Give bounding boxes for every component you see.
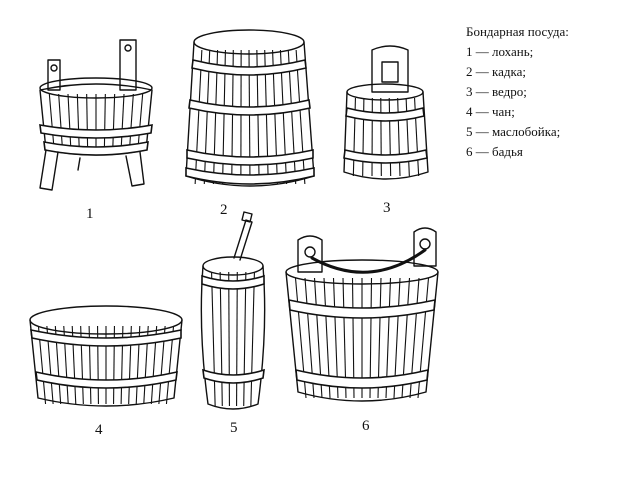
stave-line: [398, 98, 400, 176]
figure-2-number: 2: [220, 202, 228, 219]
figure-6-number: 6: [362, 418, 370, 435]
stave-line: [237, 272, 238, 406]
stave-line: [212, 272, 216, 406]
stave-line: [104, 94, 105, 152]
legend-item: 4 — чан;: [466, 102, 569, 122]
legend-title: Бондарная посуда:: [466, 22, 569, 42]
figure-3-bucket: [344, 46, 428, 179]
stave-line: [77, 94, 79, 152]
legend-item: 5 — маслобойка;: [466, 122, 569, 142]
stave-line: [59, 94, 63, 152]
stave-line: [129, 94, 133, 152]
stave-line: [229, 272, 230, 406]
stave-line: [220, 272, 222, 406]
legend-item: 6 — бадья: [466, 142, 569, 162]
figure-2-vat: [186, 30, 314, 186]
stave-line: [113, 94, 115, 152]
figure-4-tub: [30, 306, 182, 406]
stave-line: [251, 272, 255, 406]
stave-line: [87, 94, 88, 152]
legend-item: 1 — лохань;: [466, 42, 569, 62]
legend-item: 2 — кадка;: [466, 62, 569, 82]
stave-line: [389, 98, 390, 176]
legend: Бондарная посуда: 1 — лохань; 2 — кадка;…: [466, 22, 569, 162]
stave-line: [381, 98, 382, 176]
stave-line: [406, 98, 409, 176]
figure-6-large-bucket: [286, 228, 438, 401]
figure-4-number: 4: [95, 422, 103, 439]
stave-line: [121, 94, 124, 152]
figure-5-number: 5: [230, 420, 238, 437]
stave-line: [68, 94, 71, 152]
figure-1-number: 1: [86, 206, 94, 223]
stave-line: [363, 98, 364, 176]
legend-item: 3 — ведро;: [466, 82, 569, 102]
stave-line: [244, 272, 246, 406]
figure-5-churn: [201, 212, 264, 409]
figure-1-tub: [40, 40, 152, 190]
figure-3-number: 3: [383, 200, 391, 217]
